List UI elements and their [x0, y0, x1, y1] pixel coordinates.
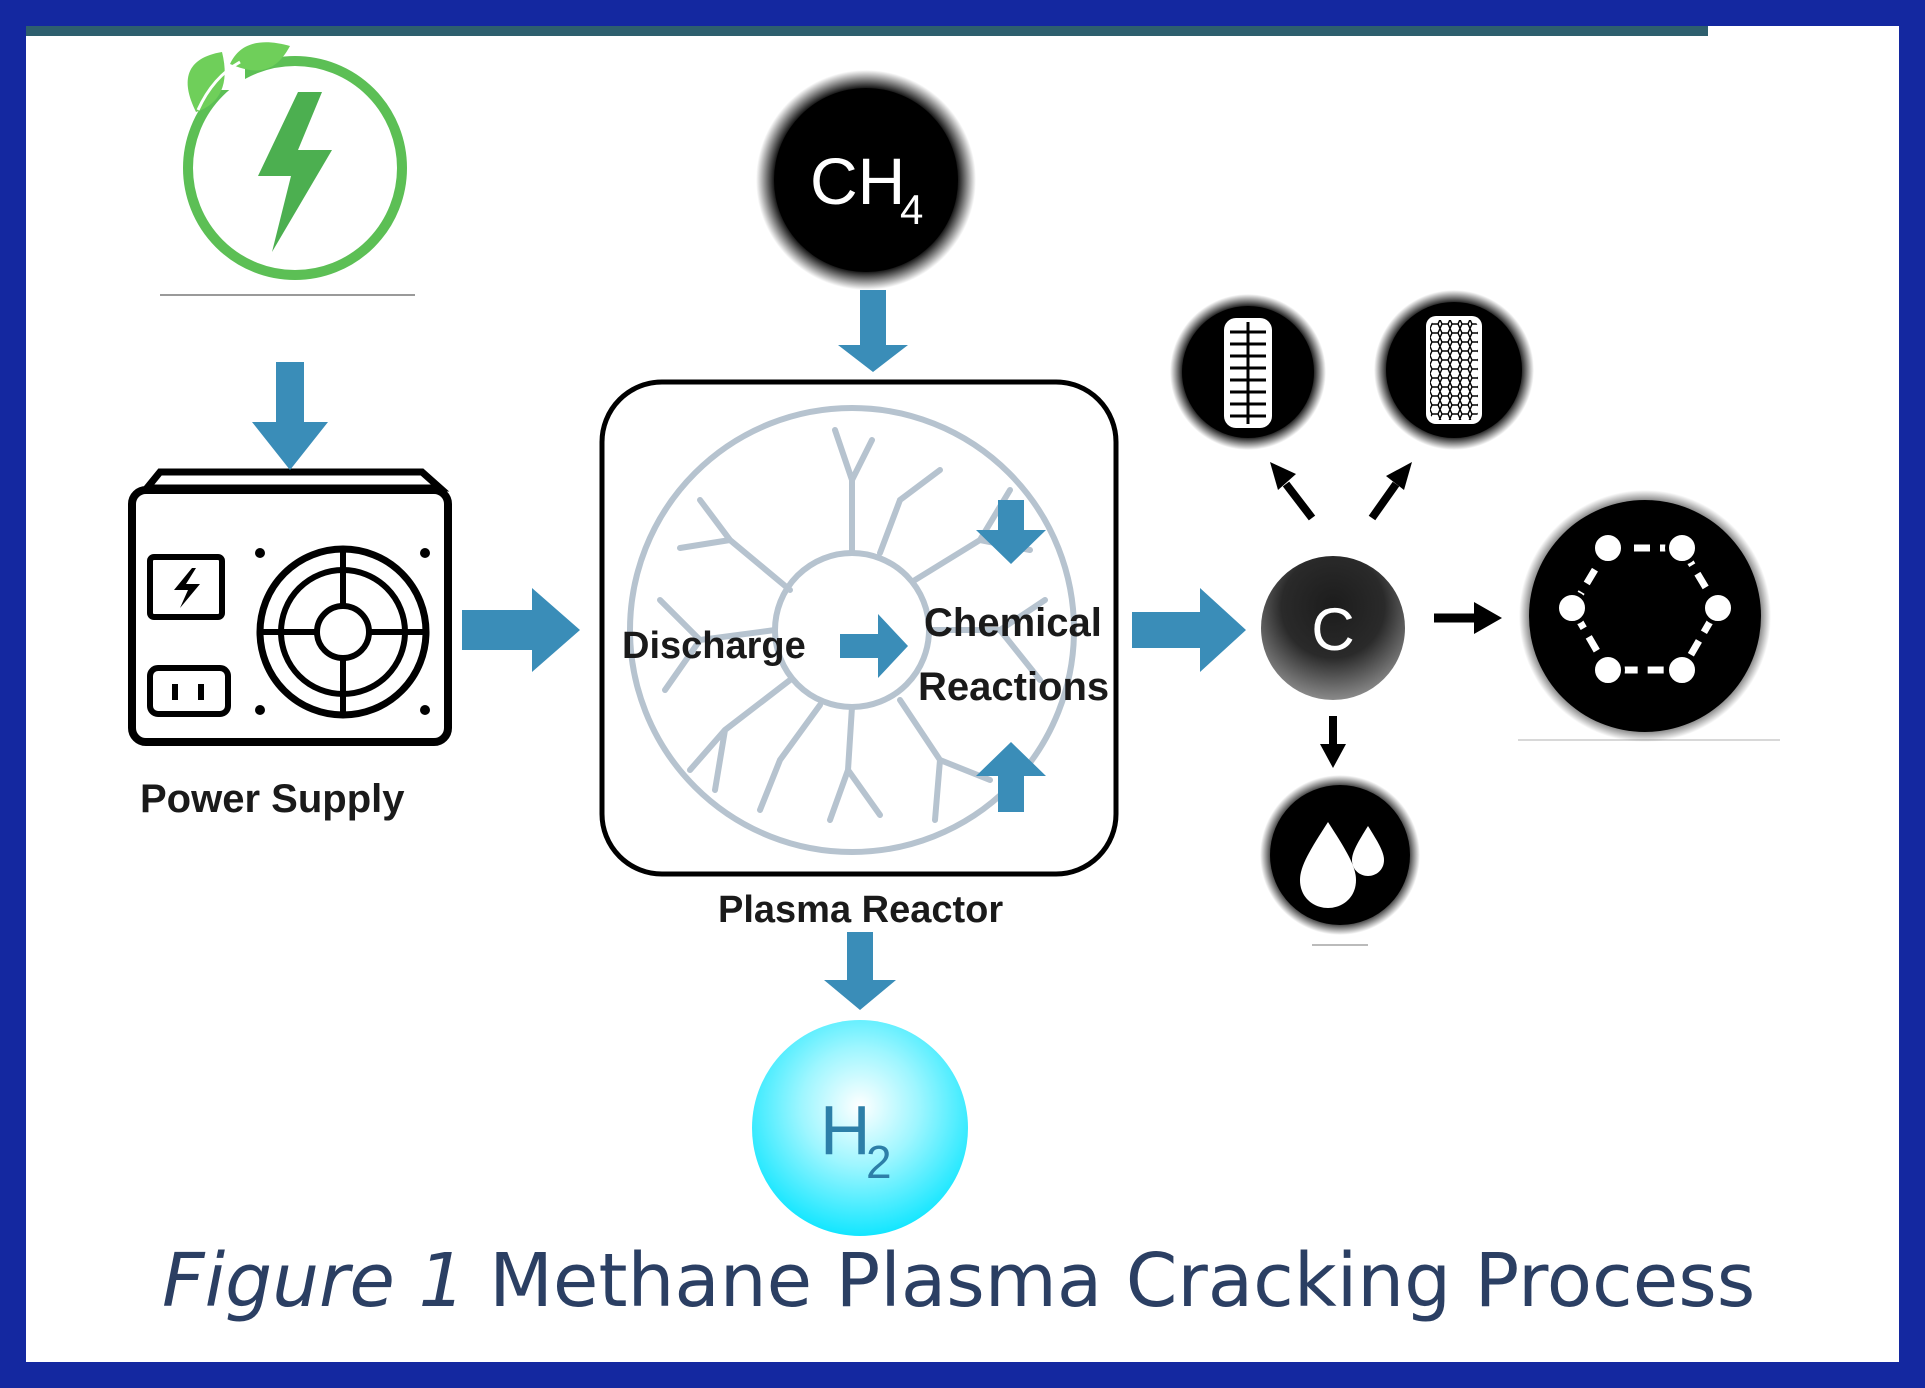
arrow-ch4-to-reactor	[838, 290, 908, 372]
h2-node: H 2	[752, 1020, 968, 1236]
arrow-carbon-to-black	[1320, 716, 1346, 768]
ch4-label: CH	[810, 144, 905, 218]
carbon-black-icon	[1260, 775, 1420, 946]
arrow-energy-to-power	[252, 362, 328, 470]
ch4-subscript: 4	[900, 186, 923, 233]
green-energy-icon	[160, 42, 415, 296]
arrow-carbon-to-nanotube	[1270, 462, 1316, 521]
carbon-node: C	[1261, 556, 1405, 700]
figure-caption: Figure 1 Methane Plasma Cracking Process	[162, 1238, 1762, 1338]
arrow-power-to-reactor	[462, 588, 580, 672]
h2-label: H	[820, 1091, 871, 1169]
graphene-icon	[1518, 490, 1780, 742]
ch4-node: CH 4	[756, 70, 976, 290]
discharge-label: Discharge	[622, 625, 806, 667]
chemical-label: Chemical	[924, 601, 1102, 645]
plasma-reactor-icon	[599, 379, 1119, 877]
power-supply-icon	[128, 468, 452, 746]
caption-title: Methane Plasma Cracking Process	[465, 1238, 1756, 1324]
arrow-carbon-to-fiber	[1368, 462, 1412, 521]
h2-subscript: 2	[866, 1136, 892, 1188]
arrow-carbon-to-graphene	[1434, 602, 1502, 634]
caption-figure-number: Figure 1	[162, 1238, 466, 1324]
plasma-reactor-label: Plasma Reactor	[718, 889, 1003, 931]
carbon-fiber-icon	[1374, 290, 1534, 450]
carbon-label: C	[1311, 596, 1354, 663]
arrow-reactor-to-h2	[824, 932, 896, 1010]
top-divider	[26, 26, 1708, 36]
reactions-label: Reactions	[918, 665, 1109, 709]
carbon-nanotube-icon	[1170, 294, 1326, 450]
power-supply-label: Power Supply	[140, 777, 405, 821]
arrow-reactor-to-carbon	[1132, 588, 1246, 672]
